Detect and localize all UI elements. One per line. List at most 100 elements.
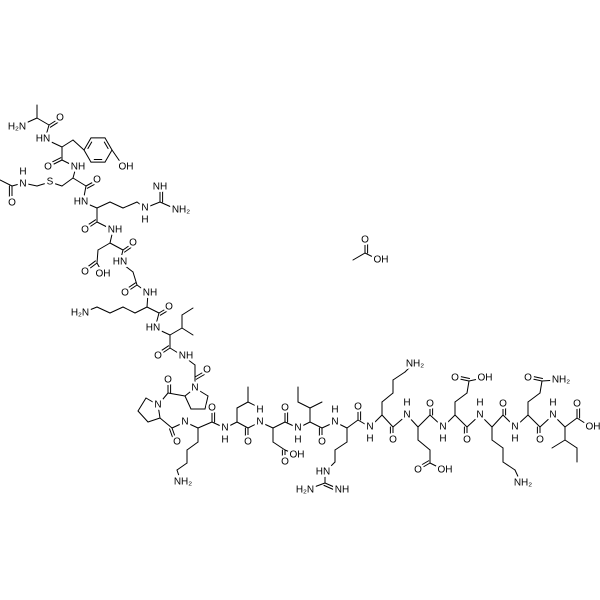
- bond: [119, 249, 124, 263]
- bond: [96, 262, 104, 275]
- atom-label: OH: [119, 162, 134, 173]
- atom-label: H₂N: [8, 122, 26, 133]
- bond: [334, 441, 348, 451]
- bond: [429, 462, 445, 471]
- atom-label: O: [389, 435, 397, 446]
- bond: [96, 249, 99, 264]
- atom-label: NH: [71, 162, 85, 173]
- bond: [146, 306, 160, 314]
- atom-label: H: [294, 435, 301, 446]
- bond: [82, 185, 87, 203]
- bond: [171, 427, 178, 443]
- bond: [184, 395, 192, 410]
- atom-label: N: [549, 410, 556, 421]
- bond: [381, 392, 394, 403]
- bond: [357, 419, 371, 428]
- bond: [87, 141, 93, 150]
- bond: [236, 421, 249, 429]
- atom-label: O: [93, 175, 101, 186]
- atom-label: HN: [113, 257, 127, 268]
- bond: [197, 421, 213, 429]
- bond: [49, 181, 63, 187]
- bond: [479, 414, 493, 428]
- bond: [454, 414, 468, 428]
- bond: [109, 229, 114, 244]
- atom-label: S: [47, 177, 54, 188]
- atom-label: H: [331, 405, 338, 416]
- bond: [514, 414, 529, 428]
- bond: [176, 469, 182, 483]
- bond: [184, 387, 196, 397]
- atom-label: O: [208, 403, 216, 414]
- bond: [369, 414, 383, 428]
- bond: [47, 159, 63, 168]
- bond: [61, 139, 74, 148]
- atom-label: N: [154, 400, 161, 411]
- atom-label: H: [19, 167, 26, 178]
- bond: [82, 260, 96, 271]
- bond: [157, 392, 169, 406]
- bond: [159, 201, 179, 211]
- bond: [119, 261, 134, 273]
- atom-label: OH: [96, 269, 111, 280]
- bond: [122, 242, 134, 251]
- bond: [364, 252, 380, 261]
- atom-label: N: [221, 423, 228, 434]
- bond: [406, 414, 419, 428]
- atom-label: O: [451, 373, 459, 384]
- bond: [416, 460, 430, 469]
- atom-label: H: [366, 434, 373, 445]
- bond: [85, 179, 98, 187]
- bond: [527, 392, 541, 403]
- bond: [137, 397, 147, 412]
- bond: [124, 284, 138, 294]
- bond: [527, 377, 543, 382]
- atom-label: H₂N: [296, 485, 314, 496]
- bond: [136, 284, 149, 294]
- bond: [144, 201, 161, 209]
- bond: [551, 439, 566, 449]
- bond: [159, 417, 173, 429]
- bond: [284, 421, 299, 429]
- bond: [297, 401, 311, 409]
- atom-label: O: [281, 457, 289, 468]
- atom-label: O: [165, 302, 173, 313]
- bond: [323, 484, 341, 493]
- atom-label: O: [203, 365, 211, 376]
- bond: [247, 401, 261, 409]
- atom-label: N: [141, 203, 148, 214]
- atom-label: OH: [586, 422, 600, 433]
- bond: [22, 182, 38, 187]
- bond: [539, 414, 554, 428]
- bond: [122, 201, 138, 209]
- bond: [81, 306, 98, 314]
- bond: [146, 292, 149, 308]
- bond: [72, 177, 87, 187]
- bond: [491, 439, 504, 449]
- bond: [44, 138, 63, 148]
- atom-label: H: [511, 434, 518, 445]
- bond: [176, 462, 188, 471]
- atom-label: NH₂: [174, 477, 192, 488]
- atom-label: O: [173, 437, 181, 448]
- atom-label: N: [439, 422, 446, 433]
- atom-label: N: [366, 422, 373, 433]
- bond: [84, 262, 98, 273]
- bond: [36, 181, 51, 187]
- bond: [195, 371, 209, 380]
- bond: [0, 179, 13, 187]
- bond: [181, 327, 194, 336]
- bond: [305, 482, 326, 491]
- bond: [184, 421, 199, 429]
- atom-label: N: [191, 383, 198, 394]
- atom-label: NH: [153, 182, 167, 193]
- atom-label: HN: [146, 323, 160, 334]
- atom-label: O: [164, 375, 172, 386]
- bond: [145, 397, 159, 406]
- atom-label: H: [476, 398, 483, 409]
- bond: [159, 308, 171, 316]
- bond: [564, 417, 578, 428]
- atom-label: N: [476, 410, 483, 421]
- atom-label: O: [8, 198, 16, 209]
